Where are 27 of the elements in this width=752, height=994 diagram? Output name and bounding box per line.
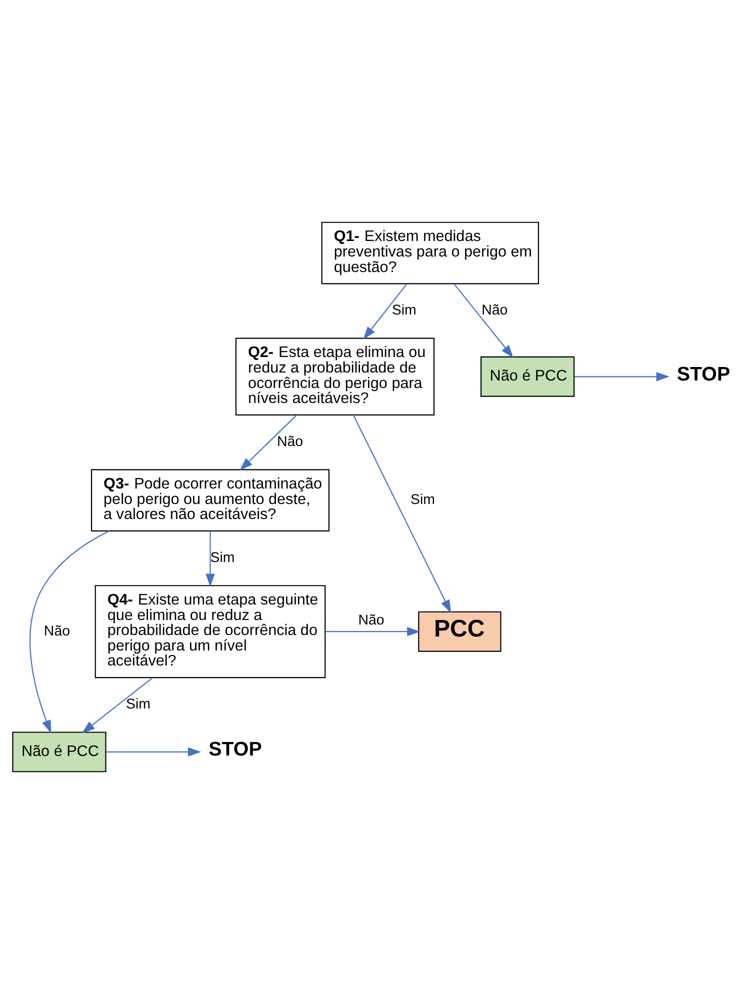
arrow [574,372,670,382]
node-text: STOP [676,363,730,386]
arrow [240,414,297,471]
node-box: Não é PCC [12,732,106,772]
arrow [30,530,110,734]
node-box: Q1- Existem medidas preventivas para o perigo em questão? [321,222,540,284]
edge-label: Não [44,623,70,640]
edge-label: Sim [210,550,235,566]
node-text: STOP [208,738,262,761]
arrow [325,626,420,636]
node-box: Q2- Esta etapa elimina ou reduz a probabilidade de ocorrência do perigo para níveis aceitáveis? [235,338,435,416]
edge-label: Sim [392,302,416,319]
arrow [352,414,452,614]
edge-label: Sim [126,696,150,713]
arrow [454,283,514,358]
node-box: Não é PCC [480,356,575,397]
node-box: Q4- Existe uma etapa seguinte que elimina ou reduz a probabilidade de ocorrência do perigo para um nível aceitável? [94,585,326,678]
node-box: Q3- Pode ocorrer contaminação pelo perigo ou aumento deste, a valores não aceitáveis? [90,469,330,532]
arrow [82,677,154,734]
edge-label: Não [276,434,304,450]
arrow [206,531,215,587]
node-box: PCC [418,611,502,652]
edge-label: Sim [410,492,435,508]
edge-label: Não [482,302,508,319]
arrow [106,747,202,757]
arrow [363,283,408,340]
edge-label: Não [358,612,384,628]
